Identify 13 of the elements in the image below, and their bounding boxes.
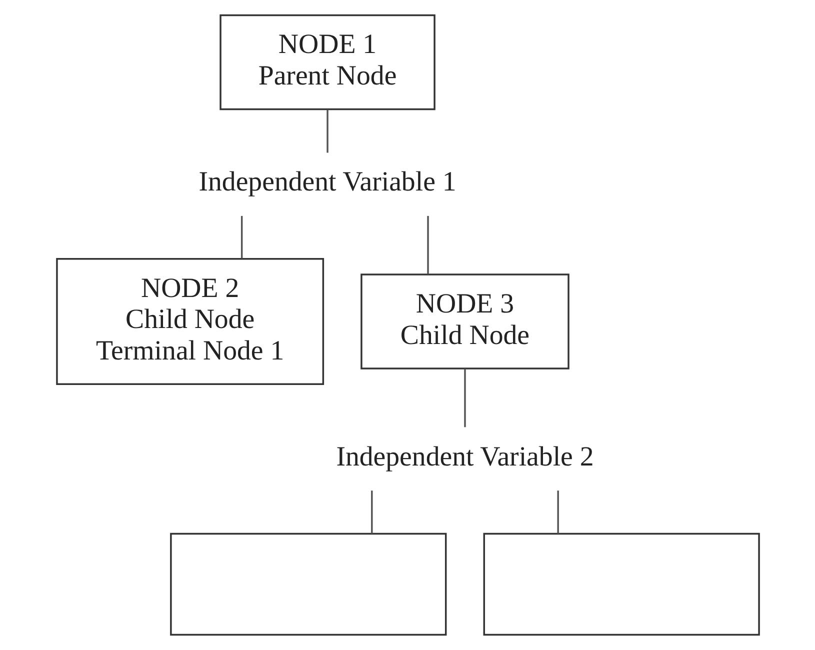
- connector: [326, 110, 328, 153]
- node-box: NODE 1 Parent Node: [219, 14, 435, 110]
- node-box: [482, 532, 760, 636]
- connector: [240, 216, 242, 258]
- node-box: NODE 2 Child Node Terminal Node 1: [56, 258, 324, 386]
- connector: [556, 490, 558, 534]
- node-text: Independent Variable 2: [336, 442, 594, 473]
- node-box: NODE 3 Child Node: [360, 274, 569, 370]
- node-text: Independent Variable 1: [198, 166, 456, 198]
- connector: [370, 490, 372, 534]
- connector: [464, 368, 466, 428]
- node-box: [170, 532, 446, 636]
- connector: [426, 216, 428, 274]
